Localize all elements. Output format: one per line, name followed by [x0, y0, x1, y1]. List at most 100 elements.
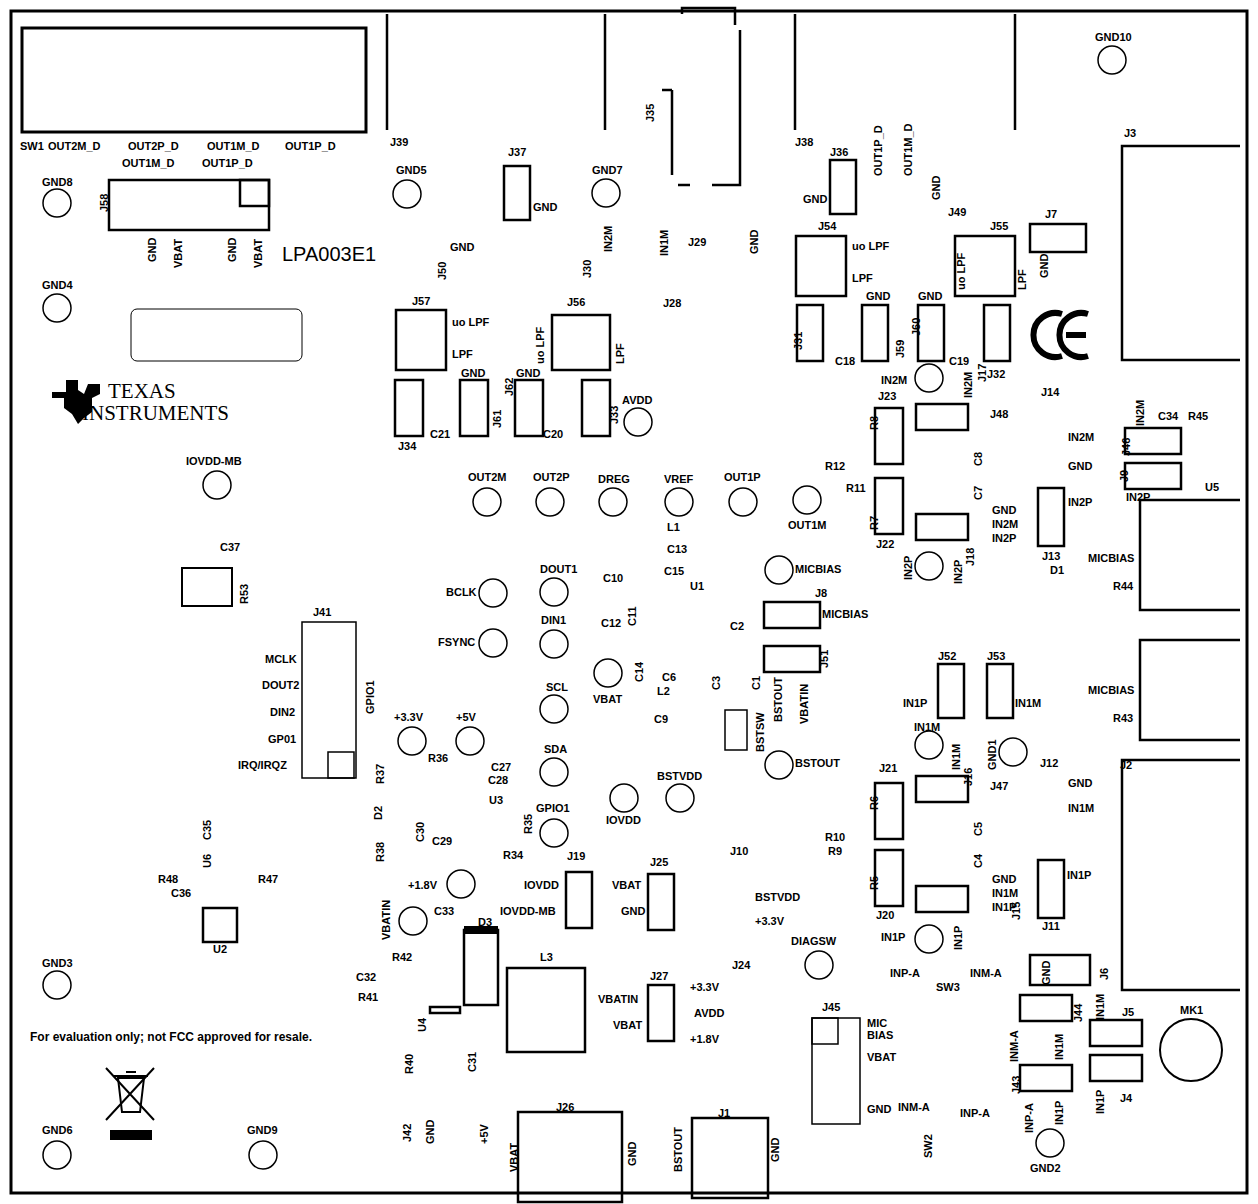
silk-shape [1122, 146, 1240, 990]
silkscreen-label: GND7 [592, 164, 623, 176]
silkscreen-label: J21 [879, 762, 897, 774]
silkscreen-label: GND8 [42, 176, 73, 188]
silkscreen-label: U6 [201, 854, 213, 868]
silkscreen-label: IN1M [1053, 1034, 1065, 1060]
silkscreen-label: L3 [540, 951, 553, 963]
silkscreen-label: C9 [654, 713, 668, 725]
silkscreen-label: J18 [964, 548, 976, 566]
silkscreen-label: VREF [664, 473, 693, 485]
silkscreen-label: J30 [581, 260, 593, 278]
silk-shape [938, 664, 964, 718]
silkscreen-label: GND [516, 367, 540, 379]
silk-shape [1098, 46, 1126, 74]
silkscreen-label: R9 [828, 845, 842, 857]
silkscreen-label: R34 [503, 849, 523, 861]
silkscreen-label: OUT1P_D [202, 157, 253, 169]
silkscreen-label: GND [867, 1103, 891, 1115]
silkscreen-label: J3 [1124, 127, 1136, 139]
silk-shape [916, 404, 968, 430]
silk-shape [473, 488, 501, 516]
silkscreen-label: MIC BIAS [867, 1017, 899, 1041]
silk-shape [302, 622, 356, 778]
silkscreen-label: R40 [403, 1054, 415, 1074]
silkscreen-label: OUT1P_D [285, 140, 336, 152]
silkscreen-label: IOVDD-MB [500, 905, 556, 917]
silk-shape [43, 971, 71, 999]
silkscreen-label: OUT1M_D [902, 123, 914, 176]
silkscreen-label: J1 [718, 1107, 730, 1119]
silkscreen-label: INM-A [970, 967, 1002, 979]
silkscreen-label: GND6 [42, 1124, 73, 1136]
silkscreen-label: VBATIN [598, 993, 638, 1005]
silkscreen-label: DIN1 [541, 614, 566, 626]
silkscreen-label: R35 [522, 814, 534, 834]
silkscreen-label: uo LPF [534, 327, 546, 364]
silkscreen-label: DOUT2 [262, 679, 299, 691]
silkscreen-label: J16 [962, 768, 974, 786]
silkscreen-label: VBAT [508, 1143, 520, 1172]
silkscreen-label: J56 [567, 296, 585, 308]
silkscreen-label: J33 [608, 406, 620, 424]
silk-shape [999, 738, 1027, 766]
silkscreen-label: C30 [414, 822, 426, 842]
silkscreen-label: IN2P [992, 532, 1016, 544]
silk-shape [540, 578, 568, 606]
silk-shape [1090, 1055, 1142, 1081]
silkscreen-label: IN1P [903, 697, 927, 709]
silk-shape [1020, 995, 1072, 1021]
silkscreen-label: BSTOUT [795, 757, 840, 769]
silkscreen-label: J17 [976, 364, 988, 382]
silkscreen-label: J44 [1072, 1004, 1084, 1022]
silkscreen-label: INP-A [890, 967, 920, 979]
silk-shape [395, 380, 423, 436]
silk-shape [182, 568, 232, 606]
silkscreen-label: IN1M [658, 230, 670, 256]
silkscreen-label: OUT2P_D [128, 140, 179, 152]
silkscreen-label: J53 [987, 650, 1005, 662]
silkscreen-label: GND [424, 1120, 436, 1144]
silkscreen-label: IN1M [914, 721, 940, 733]
silk-shape [812, 1018, 838, 1044]
silkscreen-label: VBATIN [798, 684, 810, 724]
weee-bar [110, 1130, 152, 1140]
silk-shape [399, 907, 427, 935]
silk-shape [796, 236, 846, 296]
silkscreen-label: BSTOUT [672, 1127, 684, 1172]
silk-shape [729, 488, 757, 516]
silk-shape [106, 1068, 154, 1120]
silk-shape [387, 14, 1015, 130]
silkscreen-label: IN2M [962, 372, 974, 398]
silkscreen-label: BSTSW [754, 712, 766, 752]
silk-shape [665, 488, 693, 516]
silkscreen-label: GND [1038, 254, 1050, 278]
silk-shape [915, 552, 943, 580]
silkscreen-label: LPF [452, 348, 473, 360]
silkscreen-label: BSTOUT [772, 677, 784, 722]
silkscreen-label: J28 [663, 297, 681, 309]
silkscreen-label: LPF [852, 272, 873, 284]
silkscreen-label: J22 [876, 538, 894, 550]
silkscreen-label: R11 [846, 482, 866, 494]
silkscreen-label: AVDD [622, 394, 652, 406]
silkscreen-label: GND [533, 201, 557, 213]
silkscreen-label: C29 [432, 835, 452, 847]
silkscreen-label: U3 [489, 794, 503, 806]
silkscreen-label: LPA003E1 [282, 243, 376, 265]
silkscreen-label: J46 [1120, 438, 1132, 456]
silk-shape [1160, 1019, 1222, 1081]
silkscreen-label: R12 [825, 460, 845, 472]
silkscreen-label: OUT2M_D [48, 140, 101, 152]
silkscreen-label: U4 [416, 1018, 428, 1032]
silkscreen-label: R10 [825, 831, 845, 843]
silkscreen-label: GND [450, 241, 474, 253]
silk-shape [764, 646, 820, 672]
silkscreen-label: J12 [1040, 757, 1058, 769]
silkscreen-label: J25 [650, 856, 668, 868]
silkscreen-label: OUT2P [533, 471, 570, 483]
silkscreen-label: IN2M [1134, 400, 1146, 426]
silkscreen-label: J29 [688, 236, 706, 248]
silkscreen-label: GND [803, 193, 827, 205]
silk-shape [793, 486, 821, 514]
silkscreen-label: J19 [567, 850, 585, 862]
